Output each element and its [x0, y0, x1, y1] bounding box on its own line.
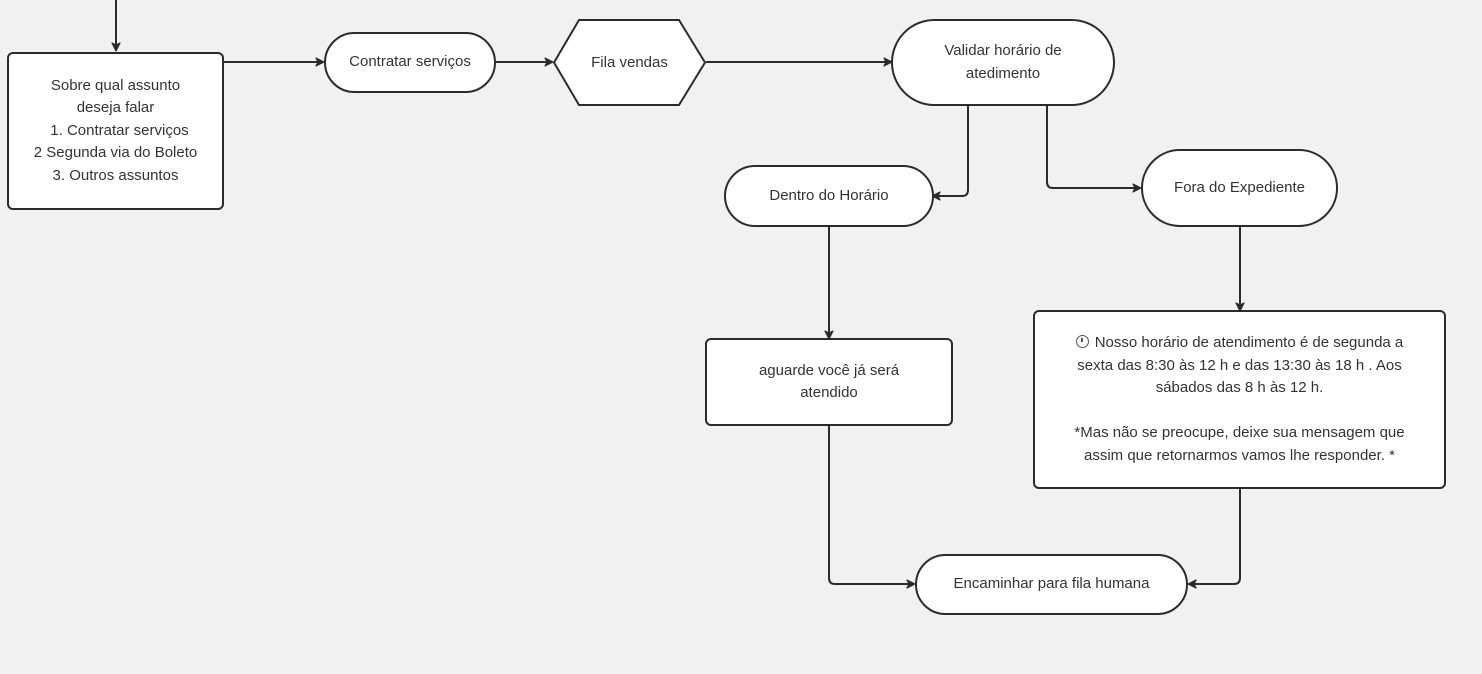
encaminhar-fila-humana-node[interactable]: Encaminhar para fila humana [915, 554, 1188, 615]
horario-line-1: Nosso horário de atendimento é de segund… [1094, 334, 1404, 351]
fila-vendas-label: Fila vendas [591, 54, 668, 71]
fora-do-expediente-node[interactable]: Fora do Expediente [1141, 149, 1338, 227]
fora-do-expediente-label: Fora do Expediente [1174, 178, 1305, 196]
validar-line-2: atedimento [965, 64, 1041, 82]
menu-prompt-node[interactable]: Sobre qual assunto deseja falar 1. Contr… [7, 52, 224, 210]
horario-line-6: assim que retornarmos vamos lhe responde… [1084, 446, 1395, 464]
contratar-servicos-label: Contratar serviços [349, 53, 471, 71]
fila-vendas-node[interactable]: Fila vendas [553, 19, 706, 106]
menu-line-2: deseja falar [76, 99, 155, 117]
horario-line-2: sexta das 8:30 às 12 h e das 13:30 às 18… [1077, 356, 1402, 374]
contratar-servicos-node[interactable]: Contratar serviços [324, 32, 496, 93]
edge-validar-to-dentro [931, 106, 969, 201]
aguarde-line-1: aguarde você já será [758, 361, 900, 379]
edge-validar-to-fora [1046, 106, 1142, 193]
hexagon-shape [553, 19, 706, 106]
horario-message-node[interactable]: Nosso horário de atendimento é de segund… [1033, 310, 1446, 489]
aguarde-line-2: atendido [800, 384, 858, 401]
edge-horario-to-encaminhar [1187, 489, 1241, 589]
menu-line-5: 3. Outros assuntos [52, 166, 179, 184]
aguarde-node[interactable]: aguarde você já será atendido [705, 338, 953, 426]
menu-line-1: Sobre qual assunto [50, 76, 181, 94]
dentro-do-horario-label: Dentro do Horário [769, 186, 889, 204]
encaminhar-label: Encaminhar para fila humana [953, 575, 1150, 593]
menu-line-3: 1. Contratar serviços [50, 121, 189, 139]
clock-icon [1075, 335, 1089, 348]
horario-line-3: sábados das 8 h às 12 h. [1155, 379, 1324, 396]
dentro-do-horario-node[interactable]: Dentro do Horário [724, 165, 934, 227]
menu-line-4: 2 Segunda via do Boleto [33, 144, 198, 162]
menu-prompt-text: Sobre qual assunto deseja falar 1. Contr… [34, 75, 197, 188]
validar-line-1: Validar horário de [944, 42, 1062, 59]
edge-aguarde-to-encaminhar [828, 426, 916, 589]
horario-line-5: *Mas não se preocupe, deixe sua mensagem… [1074, 424, 1405, 441]
validar-horario-node[interactable]: Validar horário de atedimento [891, 19, 1115, 106]
